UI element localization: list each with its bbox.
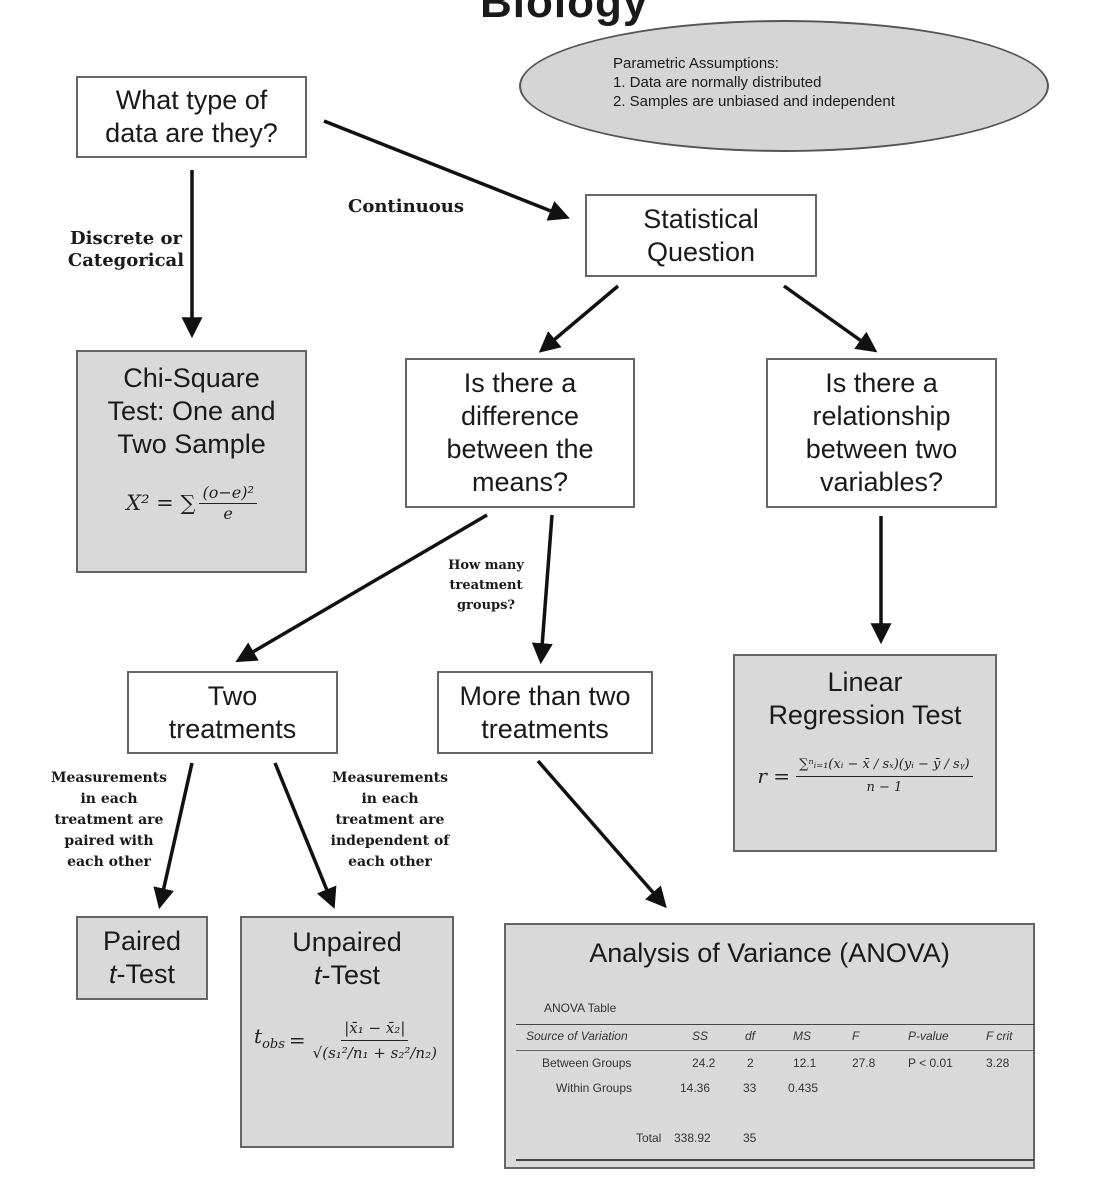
assumption-item: 1. Data are normally distributed bbox=[613, 74, 822, 91]
anova-header: F crit bbox=[986, 1029, 1013, 1043]
anova-cell: 27.8 bbox=[852, 1056, 876, 1070]
node-more-treatments: More than two treatments bbox=[437, 671, 653, 754]
arrow-to-relationship bbox=[782, 284, 878, 353]
node-relationship: Is there a relationship between two vari… bbox=[766, 358, 997, 508]
regression-formula: r = ∑ⁿᵢ₌₁(xᵢ − x̄ / sₓ)(yᵢ − ȳ / sᵧ) n −… bbox=[757, 754, 973, 799]
anova-cell: 35 bbox=[743, 1131, 757, 1145]
anova-cell: Within Groups bbox=[556, 1081, 633, 1095]
page-title: Biology bbox=[480, 0, 649, 27]
arrow-to-paired bbox=[153, 762, 194, 910]
node-paired-t-test: Paired t-Test bbox=[76, 916, 208, 1000]
arrow-to-anova bbox=[536, 759, 667, 909]
anova-table: ANOVA Table Source of Variation SS df MS… bbox=[504, 923, 1035, 1169]
anova-header: P-value bbox=[908, 1029, 949, 1043]
anova-cell: Total bbox=[636, 1131, 662, 1145]
node-difference-means: Is there a difference between the means? bbox=[405, 358, 635, 508]
anova-header: Source of Variation bbox=[526, 1029, 628, 1043]
anova-cell: Between Groups bbox=[542, 1056, 632, 1070]
arrow-to-two-treatments bbox=[235, 513, 488, 663]
anova-header: MS bbox=[793, 1029, 811, 1043]
arrow-to-more-treatments bbox=[531, 514, 554, 665]
anova-cell: 338.92 bbox=[674, 1131, 711, 1145]
arrow-to-difference bbox=[538, 284, 620, 353]
parametric-assumptions-note: Parametric Assumptions: 1. Data are norm… bbox=[519, 20, 1049, 152]
chi-square-formula: X² = ∑ (o−e)² e bbox=[126, 483, 257, 524]
t-obs-formula: tobs = |x̄₁ − x̄₂| √(s₁²/n₁ + s₂²/n₂) bbox=[254, 1016, 440, 1065]
edge-label-independent: Measurements in each treatment are indep… bbox=[330, 770, 450, 870]
edge-label-continuous: Continuous bbox=[348, 196, 464, 217]
anova-cell: 12.1 bbox=[793, 1056, 817, 1070]
assumption-item: 2. Samples are unbiased and independent bbox=[613, 93, 895, 110]
node-two-treatments: Two treatments bbox=[127, 671, 338, 754]
anova-cell: P < 0.01 bbox=[908, 1056, 953, 1070]
arrow-continuous bbox=[323, 119, 570, 221]
anova-header: df bbox=[745, 1029, 756, 1043]
node-chi-square: Chi-Square Test: One and Two Sample X² =… bbox=[76, 350, 307, 573]
arrow-to-unpaired bbox=[273, 762, 337, 909]
anova-cell: 0.435 bbox=[788, 1081, 819, 1095]
node-unpaired-t-test: Unpaired t-Test tobs = |x̄₁ − x̄₂| √(s₁²… bbox=[240, 916, 454, 1148]
assumptions-heading: Parametric Assumptions: bbox=[613, 55, 779, 72]
anova-cell: 2 bbox=[747, 1056, 754, 1070]
anova-cell: 3.28 bbox=[986, 1056, 1010, 1070]
edge-label-discrete: Discrete or Categorical bbox=[67, 228, 185, 271]
node-data-type: What type of data are they? bbox=[76, 76, 307, 158]
node-statistical-question: Statistical Question bbox=[585, 194, 817, 277]
node-linear-regression: Linear Regression Test r = ∑ⁿᵢ₌₁(xᵢ − x̄… bbox=[733, 654, 997, 852]
anova-table-caption: ANOVA Table bbox=[544, 1001, 617, 1015]
anova-cell: 24.2 bbox=[692, 1056, 716, 1070]
anova-cell: 33 bbox=[743, 1081, 757, 1095]
node-anova: Analysis of Variance (ANOVA) bbox=[504, 923, 1035, 1169]
anova-cell: 14.36 bbox=[680, 1081, 711, 1095]
anova-header: SS bbox=[692, 1029, 709, 1043]
edge-label-paired: Measurements in each treatment are paire… bbox=[50, 770, 168, 870]
anova-header: F bbox=[852, 1029, 860, 1043]
edge-label-how-many: How many treatment groups? bbox=[448, 558, 524, 613]
